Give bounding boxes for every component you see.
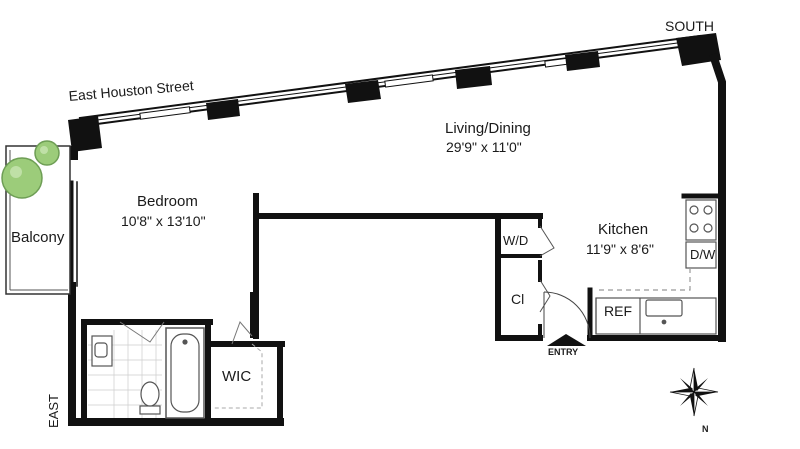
entry-arrow-icon [547,334,586,346]
walls [68,52,726,426]
washer-dryer-name: W/D [503,233,529,248]
living-dining-dims: 29'9" x 11'0" [446,139,522,155]
kitchen-fixtures [595,199,717,335]
wic-door [212,321,263,409]
compass-rose-icon [669,367,719,417]
refrigerator-name: REF [604,303,632,319]
entry-door [543,291,591,339]
closet-name: Cl [511,291,525,307]
bathroom-fixtures [88,321,205,419]
dishwasher-name: D/W [690,247,716,262]
south-label: SOUTH [665,18,714,34]
bedroom-name: Bedroom [137,193,198,210]
closet-door [539,279,551,313]
structural-columns [68,33,721,152]
living-dining-name: Living/Dining [445,120,531,137]
balcony-name: Balcony [11,229,65,246]
east-label: EAST [46,394,61,428]
wic-name: WIC [222,368,252,385]
wd-door [539,225,555,257]
compass-north-label: N [702,424,709,434]
entry-label: ENTRY [548,347,579,357]
kitchen-dims: 11'9" x 8'6" [586,241,654,257]
bedroom-dims: 10'8" x 13'10" [121,213,206,229]
tree-icons [1,140,60,199]
kitchen-name: Kitchen [598,221,649,238]
